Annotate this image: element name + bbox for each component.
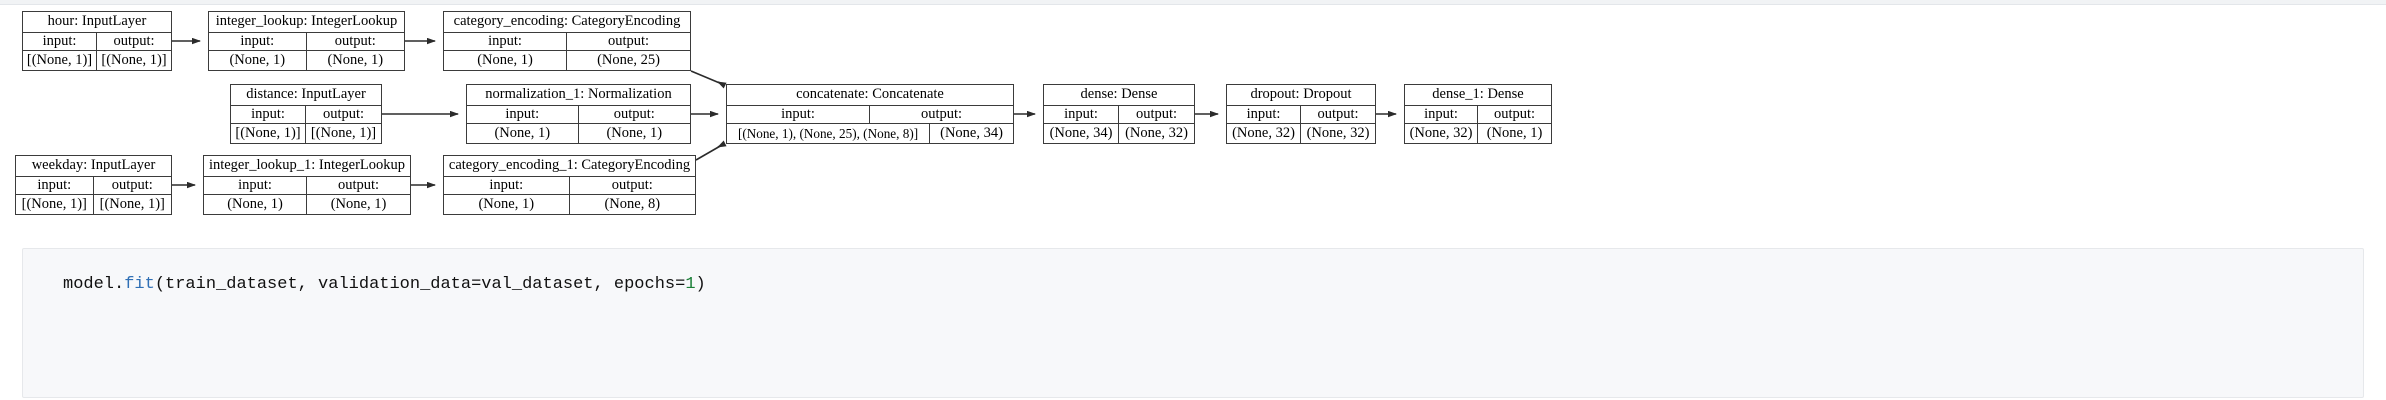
- node-normalization-1-output-label: output:: [613, 106, 655, 122]
- node-concatenate-output-shape: (None, 34): [940, 125, 1003, 142]
- node-dense[interactable]: dense: Dense input: output: (None, 34) (…: [1043, 84, 1195, 144]
- node-distance-output-label: output:: [322, 106, 365, 122]
- node-dropout-input-shape: (None, 32): [1227, 124, 1301, 144]
- node-integer-lookup-1-input-label: input:: [204, 176, 307, 195]
- node-category-encoding-input-label: input:: [444, 32, 567, 51]
- node-integer-lookup-output-label: output:: [334, 33, 376, 49]
- node-concatenate-output-label: output:: [920, 106, 963, 122]
- node-dense-1-title: dense_1: Dense: [1405, 85, 1551, 106]
- node-category-encoding-output-label: output:: [607, 33, 650, 49]
- node-weekday[interactable]: weekday: InputLayer input: output: [(Non…: [15, 155, 172, 215]
- node-integer-lookup-title: integer_lookup: IntegerLookup: [209, 12, 404, 33]
- node-concatenate-input-shape: [(None, 1), (None, 25), (None, 8)]: [727, 124, 931, 144]
- node-hour-output-shape: [(None, 1)]: [101, 52, 167, 69]
- node-normalization-1-output-shape: (None, 1): [606, 125, 663, 142]
- node-distance[interactable]: distance: InputLayer input: output: [(No…: [230, 84, 382, 144]
- node-normalization-1-input-label: input:: [467, 105, 579, 124]
- node-category-encoding-1-output-label: output:: [611, 177, 653, 193]
- node-concatenate-input-label: input:: [727, 105, 870, 124]
- node-category-encoding-1[interactable]: category_encoding_1: CategoryEncoding in…: [443, 155, 696, 215]
- node-weekday-output-shape: [(None, 1)]: [99, 196, 165, 213]
- node-weekday-title: weekday: InputLayer: [16, 156, 171, 177]
- node-dense-1-output-label: output:: [1493, 106, 1536, 122]
- code-cell[interactable]: model.fit(train_dataset, validation_data…: [22, 248, 2364, 398]
- node-category-encoding-1-input-label: input:: [444, 176, 570, 195]
- node-normalization-1[interactable]: normalization_1: Normalization input: ou…: [466, 84, 691, 144]
- node-dense-input-label: input:: [1044, 105, 1119, 124]
- node-distance-input-label: input:: [231, 105, 306, 124]
- node-category-encoding-1-title: category_encoding_1: CategoryEncoding: [444, 156, 695, 177]
- edge-category-encoding-1-to-concatenate: [695, 140, 727, 161]
- node-dense-1-output-shape: (None, 1): [1486, 125, 1543, 142]
- node-dense-output-label: output:: [1135, 106, 1178, 122]
- node-category-encoding-1-input-shape: (None, 1): [444, 195, 570, 215]
- node-dense-input-shape: (None, 34): [1044, 124, 1119, 144]
- node-normalization-1-input-shape: (None, 1): [467, 124, 579, 144]
- node-dense-1-input-shape: (None, 32): [1405, 124, 1478, 144]
- node-dense-1-input-label: input:: [1405, 105, 1478, 124]
- node-integer-lookup-1-output-shape: (None, 1): [330, 196, 387, 213]
- edge-category-encoding-to-concatenate: [690, 70, 727, 89]
- node-distance-input-shape: [(None, 1)]: [231, 124, 306, 144]
- node-concatenate[interactable]: concatenate: Concatenate input: output: …: [726, 84, 1014, 144]
- node-dense-title: dense: Dense: [1044, 85, 1194, 106]
- node-distance-output-shape: [(None, 1)]: [310, 125, 377, 142]
- node-weekday-output-label: output:: [111, 177, 153, 193]
- node-integer-lookup-input-label: input:: [209, 32, 307, 51]
- node-category-encoding[interactable]: category_encoding: CategoryEncoding inpu…: [443, 11, 691, 71]
- node-hour[interactable]: hour: InputLayer input: output: [(None, …: [22, 11, 172, 71]
- code-args-open: (train_dataset, validation_data=val_data…: [154, 275, 686, 294]
- node-hour-title: hour: InputLayer: [23, 12, 171, 33]
- node-weekday-input-shape: [(None, 1)]: [16, 195, 94, 215]
- node-hour-input-label: input:: [23, 32, 97, 51]
- node-integer-lookup-1[interactable]: integer_lookup_1: IntegerLookup input: o…: [203, 155, 411, 215]
- node-category-encoding-1-output-shape: (None, 8): [604, 196, 661, 213]
- node-integer-lookup-1-input-shape: (None, 1): [204, 195, 307, 215]
- node-dense-1[interactable]: dense_1: Dense input: output: (None, 32)…: [1404, 84, 1552, 144]
- node-category-encoding-input-shape: (None, 1): [444, 51, 567, 71]
- node-hour-input-shape: [(None, 1)]: [23, 51, 97, 71]
- node-distance-title: distance: InputLayer: [231, 85, 381, 106]
- code-epochs-value: 1: [685, 275, 696, 294]
- node-dropout-output-label: output:: [1317, 106, 1359, 122]
- node-integer-lookup-1-title: integer_lookup_1: IntegerLookup: [204, 156, 410, 177]
- node-integer-lookup-1-output-label: output:: [337, 177, 380, 193]
- node-dropout-input-label: input:: [1227, 105, 1301, 124]
- node-dropout[interactable]: dropout: Dropout input: output: (None, 3…: [1226, 84, 1376, 144]
- node-normalization-1-title: normalization_1: Normalization: [467, 85, 690, 106]
- page-top-divider: [0, 0, 2386, 5]
- code-args-close: ): [695, 275, 706, 294]
- code-line[interactable]: model.fit(train_dataset, validation_data…: [63, 275, 706, 294]
- node-category-encoding-output-shape: (None, 25): [597, 52, 660, 69]
- node-integer-lookup[interactable]: integer_lookup: IntegerLookup input: out…: [208, 11, 405, 71]
- node-concatenate-title: concatenate: Concatenate: [727, 85, 1013, 106]
- code-prefix: model.: [63, 275, 125, 294]
- node-integer-lookup-input-shape: (None, 1): [209, 51, 307, 71]
- node-dropout-output-shape: (None, 32): [1306, 125, 1370, 142]
- code-function-name: fit: [124, 275, 155, 294]
- node-integer-lookup-output-shape: (None, 1): [327, 52, 384, 69]
- node-dense-output-shape: (None, 32): [1125, 125, 1188, 142]
- node-dropout-title: dropout: Dropout: [1227, 85, 1375, 106]
- node-weekday-input-label: input:: [16, 176, 94, 195]
- node-category-encoding-title: category_encoding: CategoryEncoding: [444, 12, 690, 33]
- node-hour-output-label: output:: [113, 33, 155, 49]
